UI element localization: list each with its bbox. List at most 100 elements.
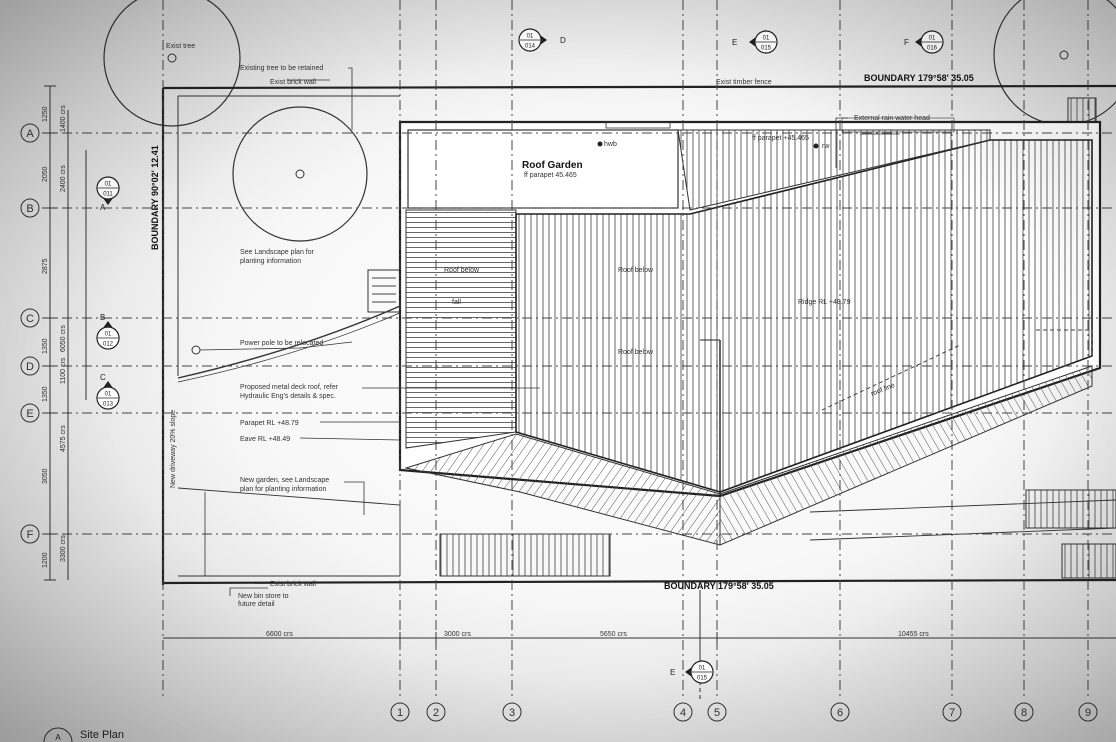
grid-bubble-col-3: 3 bbox=[502, 702, 522, 722]
ridge-label: Ridge RL +48.79 bbox=[798, 299, 851, 306]
grid-col-label: 6 bbox=[837, 707, 843, 719]
boundary-bottom-label: BOUNDARY 179°58' 35.05 bbox=[664, 581, 774, 591]
dim-left-inner: 4575 crs bbox=[60, 425, 67, 452]
tree-trunk-icon bbox=[167, 53, 177, 63]
section-letter: A bbox=[100, 203, 106, 212]
steps-right bbox=[1061, 543, 1116, 579]
roof-below-1: Roof below bbox=[444, 267, 480, 274]
grid-rows bbox=[42, 132, 1116, 535]
section-detail-num: 01 bbox=[929, 36, 936, 42]
timber-fence-label: Exist timber fence bbox=[716, 79, 772, 86]
roof-garden-area bbox=[407, 129, 679, 209]
boundary-bottom-line bbox=[162, 578, 1116, 585]
tree-retained-label: Existing tree to be retained bbox=[240, 65, 323, 72]
roof-below-2: Roof below bbox=[618, 267, 654, 274]
driveway-edge bbox=[177, 305, 401, 379]
grid-bubble-col-7: 7 bbox=[942, 702, 962, 722]
grid-bubble-row-B: B bbox=[20, 198, 40, 218]
bin-store-note-1: New bin store to bbox=[238, 593, 289, 600]
exist-tree-label: Exist tree bbox=[166, 43, 195, 50]
section-marker-B: 01 012 B bbox=[96, 313, 120, 350]
grid-bubble-col-5: 5 bbox=[707, 702, 727, 722]
hwb-label: hwb bbox=[604, 141, 617, 148]
section-letter: B bbox=[100, 313, 105, 322]
section-sheet-num: 015 bbox=[697, 676, 708, 682]
grid-bubble-col-2: 2 bbox=[426, 702, 446, 722]
tree-trunk-icon bbox=[295, 169, 305, 179]
rw-icon bbox=[813, 143, 819, 149]
section-sheet-num: 011 bbox=[103, 192, 113, 198]
landscape-note-1: See Landscape plan for bbox=[240, 249, 315, 256]
section-marker-E: 01 015 E bbox=[670, 660, 714, 684]
dim-left-inner: 1100 crs bbox=[60, 357, 67, 384]
neighbour-tree-circle bbox=[993, 0, 1116, 126]
boundary-top-label: BOUNDARY 179°58' 35.05 bbox=[864, 73, 974, 83]
dim-bottom-2: 3000 crs bbox=[444, 631, 471, 638]
grid-bubble-col-4: 4 bbox=[673, 702, 693, 722]
garden-edge bbox=[177, 487, 401, 576]
boundary-top-line bbox=[162, 84, 1116, 90]
grid-col-label: 1 bbox=[397, 707, 403, 719]
section-letter: E bbox=[670, 668, 675, 677]
dim-bottom-3: 5650 crs bbox=[600, 631, 627, 638]
grid-row-label: B bbox=[26, 203, 33, 215]
dim-left-outer: 1350 bbox=[42, 386, 49, 402]
stair-block bbox=[367, 269, 401, 313]
dim-left-outer: 1200 bbox=[42, 552, 49, 568]
grid-row-label: A bbox=[26, 128, 34, 140]
grid-col-label: 3 bbox=[509, 707, 515, 719]
grid-col-label: 5 bbox=[714, 707, 720, 719]
metal-deck-note-2: Hydraulic Eng's details & spec. bbox=[240, 393, 336, 400]
section-detail-num: 01 bbox=[763, 36, 770, 42]
fall-label: fall bbox=[452, 299, 461, 306]
grid-bubble-col-6: 6 bbox=[830, 702, 850, 722]
title-bubble-letter: A bbox=[55, 733, 61, 742]
rain-water-head-label: External rain water head bbox=[854, 115, 930, 122]
brick-wall-bottom-label: Exist brick wall bbox=[270, 581, 316, 588]
steps-right bbox=[1025, 489, 1116, 529]
grid-bubble-col-9: 9 bbox=[1078, 702, 1098, 722]
section-detail-num: 01 bbox=[105, 392, 112, 398]
section-detail-num: 01 bbox=[105, 182, 112, 188]
bin-store-note-2: future detail bbox=[238, 601, 275, 608]
section-letter: D bbox=[560, 36, 566, 45]
dim-left-outer: 1350 bbox=[42, 338, 49, 354]
section-letter: F bbox=[904, 38, 909, 47]
garden-note-1: New garden, see Landscape bbox=[240, 477, 329, 484]
hwb-icon bbox=[597, 141, 603, 147]
driveway-label: New driveway 20% slope bbox=[170, 410, 177, 488]
eave-hatch-right bbox=[719, 365, 1093, 546]
roof-below-left bbox=[405, 209, 517, 449]
dim-left-inner: 2400 crs bbox=[60, 165, 67, 192]
tree-trunk-icon bbox=[1059, 50, 1069, 60]
grid-row-label: C bbox=[26, 313, 34, 325]
dimension-lines bbox=[44, 85, 1116, 644]
dim-left-outer: 2875 bbox=[42, 258, 49, 274]
grid-col-label: 7 bbox=[949, 707, 955, 719]
dim-left-outer: 3050 bbox=[42, 468, 49, 484]
dim-bottom-4: 10455 crs bbox=[898, 631, 929, 638]
section-detail-num: 01 bbox=[105, 332, 112, 338]
roof-garden-sub: ff parapet 45.465 bbox=[524, 172, 577, 179]
driveway-edge bbox=[177, 311, 403, 383]
steps-bottom bbox=[439, 533, 611, 577]
parapet-label: Parapet RL +48.79 bbox=[240, 420, 299, 427]
eave-label: Eave RL +48.49 bbox=[240, 436, 290, 443]
section-sheet-num: 012 bbox=[103, 342, 114, 348]
section-sheet-num: 015 bbox=[761, 46, 772, 52]
retained-tree-circle bbox=[232, 106, 368, 242]
grid-bubble-row-A: A bbox=[20, 123, 40, 143]
grid-row-label: E bbox=[26, 408, 33, 420]
section-detail-num: 01 bbox=[699, 666, 706, 672]
existing-tree-circle bbox=[103, 0, 241, 127]
grid-col-label: 8 bbox=[1021, 707, 1027, 719]
dim-bottom-1: 6600 crs bbox=[266, 631, 293, 638]
